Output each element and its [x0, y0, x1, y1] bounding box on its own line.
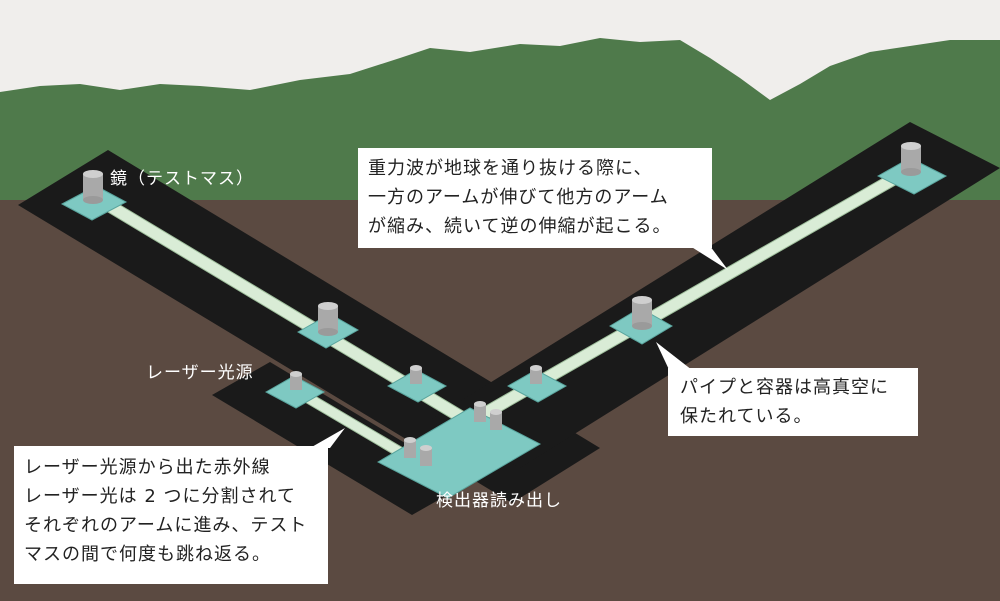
vessel-laser [290, 371, 302, 390]
mirror-label: 鏡（テストマス） [110, 169, 254, 189]
tunnel-laser-branch [212, 362, 470, 515]
tunnel-right-arm [430, 122, 1000, 468]
vessel-center-c [404, 437, 416, 458]
vessel-center-d [420, 445, 432, 466]
callout-gravitational-wave: 重力波が地球を通り抜ける際に、 一方のアームが伸びて他方のアーム が縮み、続いて… [358, 148, 712, 248]
detector-label: 検出器読み出し [436, 491, 562, 511]
callout-gw-line-2: 一方のアームが伸びて他方のアーム [368, 187, 669, 208]
platform-near-right [506, 369, 568, 403]
callout-vacuum: パイプと容器は高真空に 保たれている。 [668, 368, 918, 436]
callout-laser-info: レーザー光源から出た赤外線 レーザー光は 2 つに分割されて それぞれのアームに… [14, 446, 328, 584]
vessel-center-a [474, 401, 486, 422]
vessel-near-left [410, 365, 422, 384]
vessel-mid-left [318, 302, 338, 336]
callout-gw-line-3: が縮み、続いて逆の伸縮が起こる。 [368, 216, 672, 237]
vessel-center-b [490, 409, 502, 430]
callout-vacuum-line-1: パイプと容器は高真空に [680, 377, 889, 398]
laser-label: レーザー光源 [146, 363, 254, 383]
callout-vacuum-line-2: 保たれている。 [680, 406, 813, 427]
callout-pointer-vacuum [656, 342, 692, 376]
callout-gw-line-1: 重力波が地球を通り抜ける際に、 [368, 158, 653, 179]
platform-center [376, 407, 542, 499]
callout-laser-line-3: それぞれのアームに進み、テスト [24, 515, 308, 536]
vessel-far-right [901, 142, 921, 176]
platform-far-right [876, 157, 948, 195]
callout-pointer-gw [690, 246, 728, 270]
vessel-far-left [83, 170, 103, 204]
callout-laser-line-4: マスの間で何度も跳ね返る。 [24, 544, 271, 565]
callout-laser-line-2: レーザー光は 2 つに分割されて [24, 486, 296, 507]
callout-laser-line-1: レーザー光源から出た赤外線 [24, 457, 271, 478]
platform-laser [264, 375, 326, 409]
vessel-mid-right [632, 296, 652, 330]
callout-pointer-laser [310, 428, 345, 448]
vessel-near-right [530, 365, 542, 384]
platform-near-left [386, 369, 448, 403]
